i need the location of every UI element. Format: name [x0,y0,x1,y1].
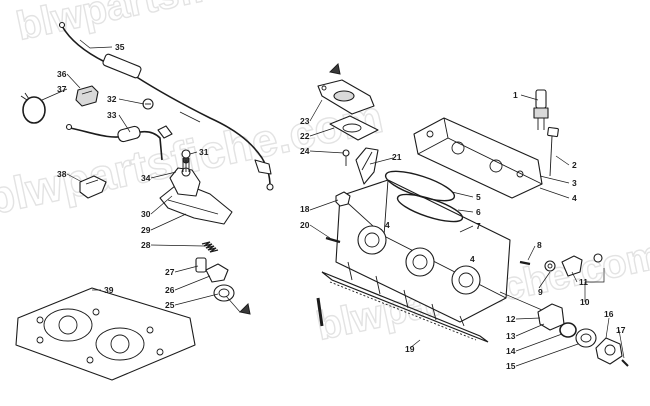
throttle-cable[interactable] [58,21,274,191]
callout-29[interactable]: 29 [141,225,151,235]
exhaust-valve-21[interactable] [355,147,379,185]
callout-30[interactable]: 30 [141,209,151,219]
cylinder-mark-left: 4 [385,220,390,230]
spark-plug[interactable] [533,89,549,130]
exhaust-sleeve-15[interactable] [575,328,597,348]
callout-26[interactable]: 26 [165,285,175,295]
leader-lines [41,39,625,367]
arrow-pointer-lower [238,302,251,315]
callout-17[interactable]: 17 [616,325,626,335]
callout-15[interactable]: 15 [506,361,516,371]
callout-18[interactable]: 18 [300,204,310,214]
lever-26[interactable] [205,263,229,283]
callout-9[interactable]: 9 [538,287,543,297]
callout-24[interactable]: 24 [300,146,310,156]
stud-lower[interactable] [316,297,324,327]
callout-23[interactable]: 23 [300,116,310,126]
callout-5[interactable]: 5 [476,192,481,202]
banjo-fitting[interactable] [142,98,154,110]
callout-34[interactable]: 34 [141,173,151,183]
callout-21[interactable]: 21 [392,152,402,162]
exhaust-port-12[interactable] [499,291,543,311]
callout-39[interactable]: 39 [104,285,114,295]
cover-plate-23[interactable] [317,79,375,115]
gasket-22[interactable] [329,115,379,141]
vent-hose[interactable] [65,123,173,161]
screw-24[interactable] [342,149,350,166]
arrow-pointer-upper [328,62,341,75]
head-bolt[interactable] [547,126,559,177]
callout-31[interactable]: 31 [199,147,209,157]
pin-27[interactable] [195,257,207,273]
washer-9[interactable] [544,260,556,272]
hose-clamp[interactable] [20,92,46,124]
callout-12[interactable]: 12 [506,314,516,324]
callout-33[interactable]: 33 [107,110,117,120]
callout-20[interactable]: 20 [300,220,310,230]
callout-14[interactable]: 14 [506,346,516,356]
o-ring-6[interactable] [395,189,465,227]
ring-25[interactable] [213,284,235,302]
stud-8[interactable] [519,260,531,266]
callout-32[interactable]: 32 [107,94,117,104]
bolt-31[interactable] [181,149,191,172]
o-ring-14[interactable] [559,322,577,338]
mounting-bracket[interactable] [79,175,107,199]
callout-1[interactable]: 1 [513,90,518,100]
callout-28[interactable]: 28 [141,240,151,250]
exhaust-clamp-16[interactable] [595,337,623,365]
callout-3[interactable]: 3 [572,178,577,188]
callout-36[interactable]: 36 [57,69,67,79]
cylinder-block[interactable]: 4 4 [335,179,511,327]
cylinder-head[interactable] [413,117,543,199]
callout-6[interactable]: 6 [476,207,481,217]
callout-22[interactable]: 22 [300,131,310,141]
dowel-20[interactable] [325,236,341,244]
throttle-housing-cap[interactable] [169,156,201,197]
callout-7[interactable]: 7 [476,221,481,231]
callout-35[interactable]: 35 [115,42,125,52]
callout-labels: 1 2 3 4 5 6 7 8 9 10 11 12 13 14 15 16 1… [57,42,626,371]
screw-17[interactable] [621,359,629,367]
gasket-set[interactable] [15,287,196,381]
return-spring[interactable] [201,241,219,253]
callout-4[interactable]: 4 [572,193,577,203]
callout-25[interactable]: 25 [165,300,175,310]
callout-27[interactable]: 27 [165,267,175,277]
callout-16[interactable]: 16 [604,309,614,319]
callout-38[interactable]: 38 [57,169,67,179]
stud-18[interactable] [335,191,351,207]
exhaust-flange-13[interactable] [537,303,565,331]
callout-19[interactable]: 19 [405,344,415,354]
cable-clip[interactable] [75,85,99,107]
callout-2[interactable]: 2 [572,160,577,170]
callout-10[interactable]: 10 [580,297,590,307]
base-gasket[interactable] [321,271,489,343]
callout-8[interactable]: 8 [537,240,542,250]
callout-13[interactable]: 13 [506,331,516,341]
callout-37[interactable]: 37 [57,84,67,94]
callout-11[interactable]: 11 [579,277,588,287]
watermark-text-2: blwpartsfiche.com [13,0,366,49]
cylinder-mark-right: 4 [470,254,475,264]
sensor-fitting-10[interactable] [561,253,603,277]
